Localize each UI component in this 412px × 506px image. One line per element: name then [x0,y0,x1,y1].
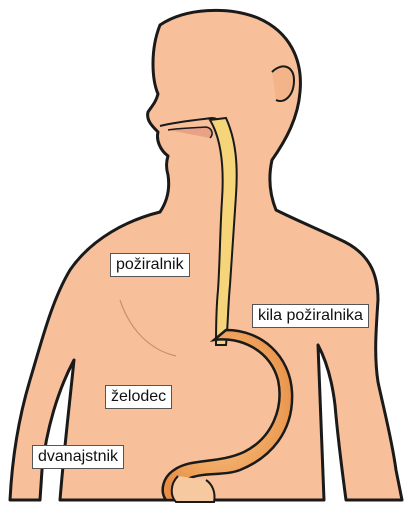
label-duodenum: dvanajstnik [32,445,124,469]
label-stomach: želodec [105,385,172,409]
label-esophagus: požiralnik [110,253,190,277]
body-outline [10,10,402,500]
label-hiatal-hernia: kila požiralnika [252,304,369,328]
